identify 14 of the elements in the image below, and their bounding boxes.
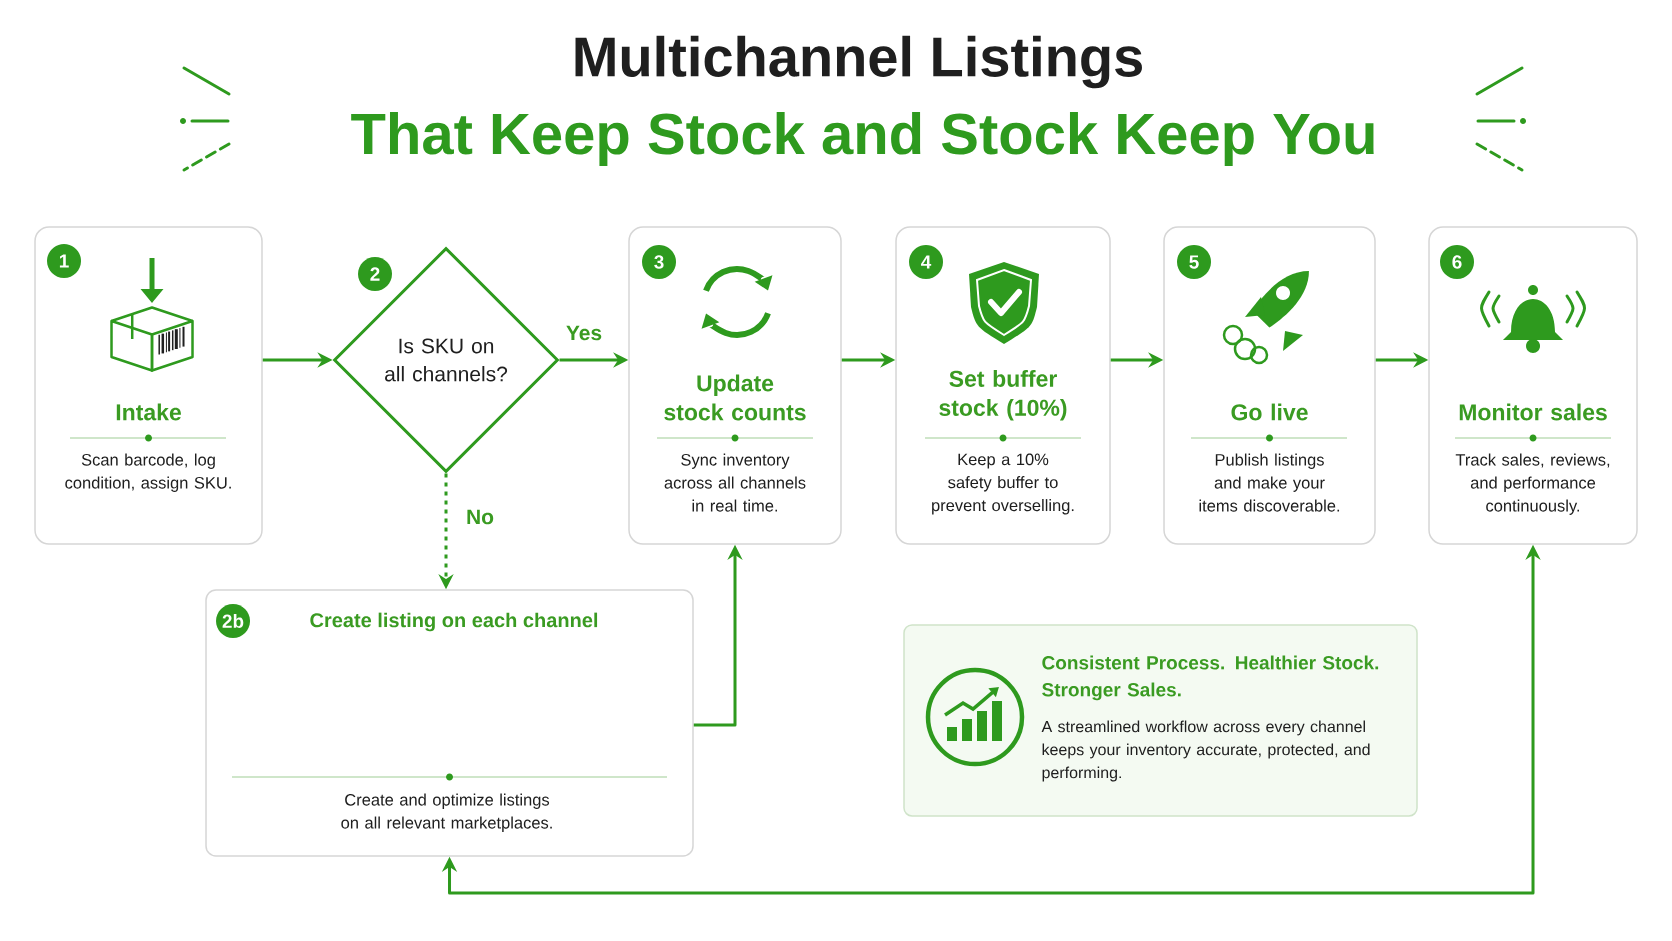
subtitle: That Keep Stock and Stock Keep You <box>351 111 1374 166</box>
number-badge: 2 <box>358 257 392 291</box>
number-badge: 5 <box>1177 245 1211 279</box>
number-badge: 6 <box>1440 245 1474 279</box>
node-label: Create listing on each channel <box>310 612 598 632</box>
title: Multichannel Listings <box>575 35 1142 89</box>
node-label: Create and optimize listings on all relevant marketplaces. <box>341 793 552 832</box>
number-badge: 3 <box>642 245 676 279</box>
number-badge: 4 <box>909 245 943 279</box>
edge-label: No <box>464 507 496 527</box>
number-badge: 1 <box>47 244 81 278</box>
summary-box: Consistent Process. Healthier Stock. Stronger Sales. A streamlined workflow across every channel keeps your inventory accurate, protected, and performing. <box>903 624 1418 817</box>
number-badge: 2b <box>216 604 250 638</box>
edge-label: Yes <box>563 323 605 343</box>
